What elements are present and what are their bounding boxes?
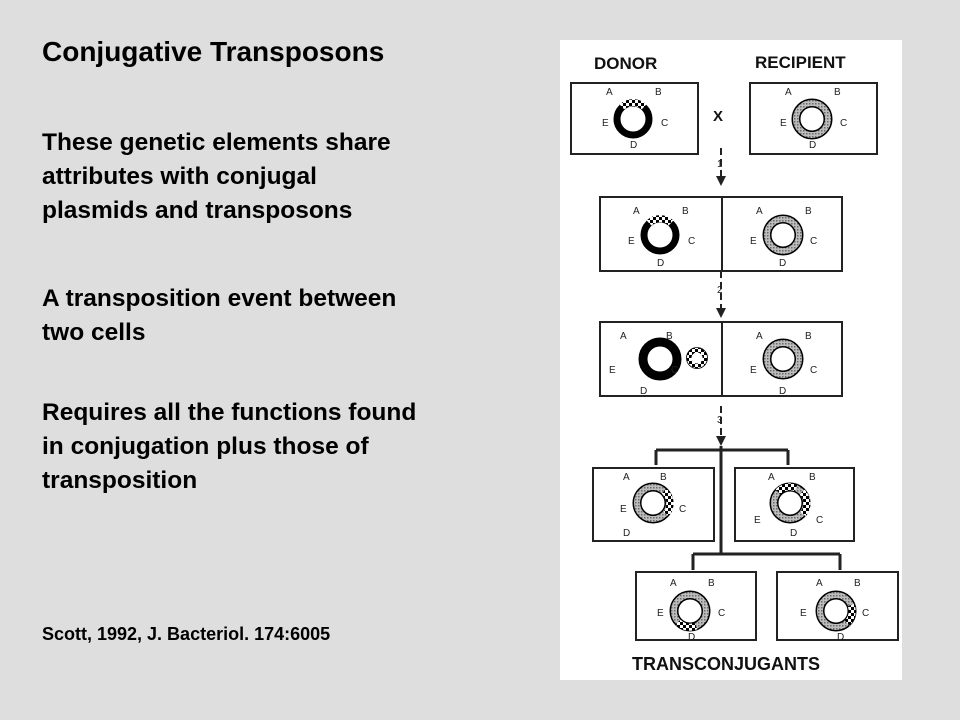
transconjugants-label: TRANSCONJUGANTS xyxy=(632,654,820,674)
lineage-tree xyxy=(654,446,842,570)
svg-text:C: C xyxy=(671,365,678,376)
transconjugant-cell xyxy=(592,467,715,542)
paragraph-line: plasmids and transposons xyxy=(42,197,353,224)
svg-text:C: C xyxy=(816,515,823,526)
svg-text:D: D xyxy=(779,258,786,269)
svg-text:B: B xyxy=(809,472,816,483)
svg-text:E: E xyxy=(750,236,757,247)
paragraph-line: These genetic elements share xyxy=(42,129,391,156)
svg-text:B: B xyxy=(854,578,861,589)
paragraph-line: Requires all the functions found xyxy=(42,399,417,426)
svg-text:B: B xyxy=(655,87,662,98)
transconjugant-cell xyxy=(734,467,855,542)
svg-text:B: B xyxy=(708,578,715,589)
svg-text:B: B xyxy=(834,87,841,98)
donor-cell xyxy=(570,82,699,155)
paragraph-line: in conjugation plus those of xyxy=(42,433,369,460)
svg-text:D: D xyxy=(779,386,786,397)
step-number: 3 xyxy=(717,415,723,426)
paragraph-requirements: Requires all the functions found in conj… xyxy=(42,396,542,498)
svg-text:C: C xyxy=(718,608,725,619)
svg-text:D: D xyxy=(688,632,695,643)
step-arrow-3: 3 xyxy=(716,406,726,446)
svg-text:B: B xyxy=(805,206,812,217)
step-arrow-1: 1 xyxy=(716,148,726,186)
paragraph-line: attributes with conjugal xyxy=(42,163,317,190)
svg-text:E: E xyxy=(800,608,807,619)
svg-text:D: D xyxy=(640,386,647,397)
donor-chromosome xyxy=(613,99,653,139)
svg-text:C: C xyxy=(810,236,817,247)
svg-text:D: D xyxy=(657,258,664,269)
svg-text:E: E xyxy=(657,608,664,619)
svg-text:E: E xyxy=(609,365,616,376)
paragraph-transposition-event: A transposition event between two cells xyxy=(42,282,542,350)
excised-transposon xyxy=(686,347,708,369)
slide-title: Conjugative Transposons xyxy=(42,36,385,67)
paragraph-line: two cells xyxy=(42,319,146,346)
citation: Scott, 1992, J. Bacteriol. 174:6005 xyxy=(42,624,331,644)
svg-text:A: A xyxy=(816,578,823,589)
svg-text:D: D xyxy=(790,528,797,539)
svg-text:C: C xyxy=(679,504,686,515)
svg-text:A: A xyxy=(623,472,630,483)
svg-text:B: B xyxy=(682,206,689,217)
paragraph-attributes: These genetic elements share attributes … xyxy=(42,126,542,228)
svg-text:C: C xyxy=(661,118,668,129)
svg-text:A: A xyxy=(670,578,677,589)
svg-text:A: A xyxy=(606,87,613,98)
svg-text:C: C xyxy=(688,236,695,247)
svg-text:D: D xyxy=(837,632,844,643)
svg-text:D: D xyxy=(809,140,816,151)
step-number: 1 xyxy=(717,159,723,170)
svg-text:C: C xyxy=(840,118,847,129)
svg-text:E: E xyxy=(602,118,609,129)
svg-text:D: D xyxy=(630,140,637,151)
conjugation-diagram: DONOR RECIPIENT A B E C D X A B E C D 1 A B E… xyxy=(560,40,902,680)
svg-text:E: E xyxy=(628,236,635,247)
paragraph-line: transposition xyxy=(42,467,198,494)
diagram-svg: DONOR RECIPIENT A B E C D X A B E C D 1 A B E… xyxy=(570,53,899,674)
donor-label: DONOR xyxy=(594,54,657,73)
svg-text:B: B xyxy=(666,331,673,342)
svg-text:A: A xyxy=(768,472,775,483)
recipient-label: RECIPIENT xyxy=(755,53,846,72)
svg-text:E: E xyxy=(754,515,761,526)
svg-text:A: A xyxy=(785,87,792,98)
svg-text:C: C xyxy=(810,365,817,376)
paragraph-line: A transposition event between xyxy=(42,285,397,312)
svg-text:E: E xyxy=(750,365,757,376)
step-number: 2 xyxy=(717,285,723,296)
step-arrow-2: 2 xyxy=(716,271,726,318)
recipient-cell xyxy=(749,82,878,155)
svg-text:E: E xyxy=(620,504,627,515)
svg-text:B: B xyxy=(660,472,667,483)
svg-text:D: D xyxy=(623,528,630,539)
svg-text:E: E xyxy=(780,118,787,129)
svg-text:A: A xyxy=(633,206,640,217)
svg-text:A: A xyxy=(756,331,763,342)
svg-text:A: A xyxy=(620,331,627,342)
svg-text:C: C xyxy=(862,608,869,619)
cross-symbol: X xyxy=(713,108,723,125)
svg-text:A: A xyxy=(756,206,763,217)
svg-text:B: B xyxy=(805,331,812,342)
